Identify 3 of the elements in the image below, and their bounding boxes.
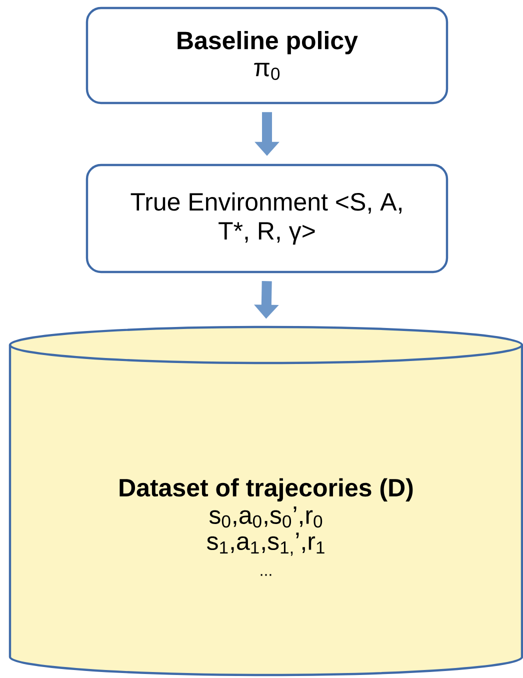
- process-box: Baseline policy π$_{0}$: [86, 6, 448, 104]
- process-box: True Environment <S, A, T*, R, γ>: [86, 164, 448, 274]
- cylinder: Dataset of trajecories (D) s$_{0}$,a$_{0}$,s$_{0}$’,r$_{0}$ s$_{1}$,a$_{1}$,s$_{1,}$’,r$_{1}$ ...: [8, 326, 523, 676]
